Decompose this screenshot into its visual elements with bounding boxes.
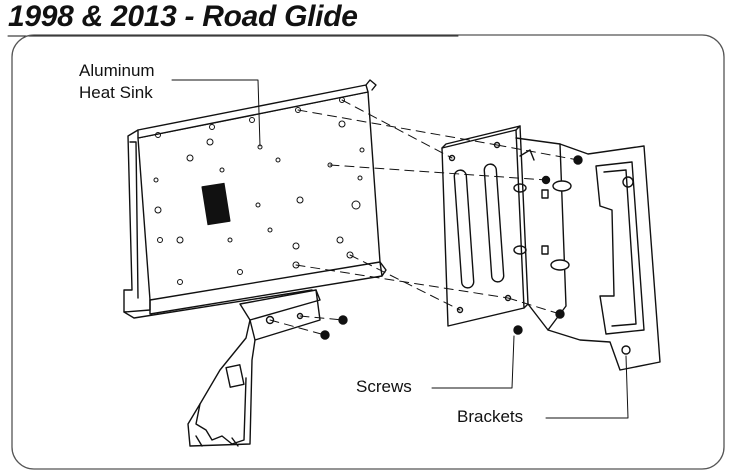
diagram-frame	[11, 34, 725, 470]
diagram-title: 1998 & 2013 - Road Glide	[8, 0, 358, 33]
right-bracket	[513, 137, 661, 371]
brackets-label: Brackets	[457, 407, 523, 426]
heat-sink-label-line1: Aluminum	[79, 61, 155, 80]
screws-label: Screws	[356, 377, 412, 396]
assembly-guide-lines	[269, 99, 579, 336]
boss-logo-icon	[201, 182, 231, 226]
aluminum-heat-sink	[123, 79, 387, 319]
right-mount-plate	[441, 125, 529, 327]
heat-sink-label-line2: Heat Sink	[79, 83, 153, 102]
callouts	[171, 79, 629, 419]
left-mounting-bracket	[187, 289, 321, 447]
